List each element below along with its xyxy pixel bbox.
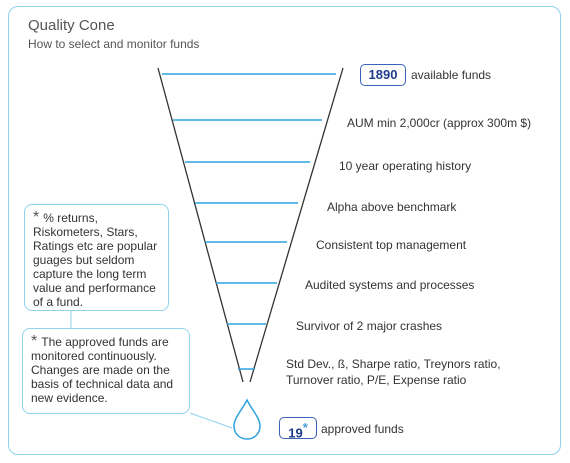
- water-drop-icon: [233, 398, 261, 440]
- level-label-alpha: Alpha above benchmark: [327, 200, 457, 214]
- level-label-survivor: Survivor of 2 major crashes: [296, 319, 443, 333]
- level-label-aum: AUM min 2,000cr (approx 300m $): [347, 116, 532, 130]
- note-star: *: [31, 333, 38, 350]
- ratios-line-1: Std Dev., ß, Sharpe ratio, Treynors rati…: [286, 357, 501, 371]
- cone-right-edge: [249, 67, 344, 383]
- note-approved-funds: *The approved funds are monitored contin…: [22, 328, 190, 414]
- note-star: *: [33, 209, 40, 226]
- level-label-management: Consistent top management: [316, 238, 467, 252]
- ratios-line-2: Turnover ratio, P/E, Expense ratio: [286, 373, 467, 387]
- level-label-history: 10 year operating history: [339, 159, 472, 173]
- diagram-subtitle: How to select and monitor funds: [28, 37, 200, 51]
- cone-left-edge: [157, 67, 244, 383]
- note-popular-gauges: *% returns, Riskometers, Stars, Ratings …: [24, 204, 169, 311]
- diagram-title: Quality Cone: [28, 17, 115, 34]
- note-text: % returns, Riskometers, Stars, Ratings e…: [33, 211, 158, 309]
- approved-funds-label: approved funds: [321, 422, 404, 436]
- level-label-audited: Audited systems and processes: [305, 278, 475, 292]
- diagram-frame: [8, 6, 561, 455]
- available-funds-label: available funds: [411, 68, 492, 82]
- note-text: The approved funds are monitored continu…: [31, 335, 174, 405]
- note-connector: [189, 412, 233, 429]
- available-funds-count: 1890: [360, 64, 406, 86]
- approved-funds-count: 19*: [279, 417, 317, 440]
